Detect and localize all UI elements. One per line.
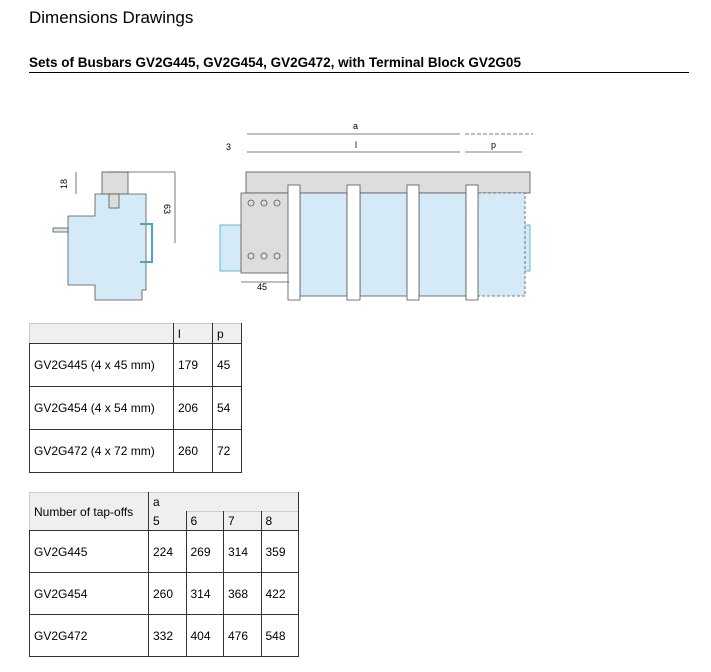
title-rule	[29, 72, 689, 73]
dim-3: 3	[226, 142, 231, 152]
group-header: a	[148, 492, 299, 512]
dim-p: p	[491, 140, 496, 150]
dim-l: l	[355, 140, 357, 150]
dim-a: a	[353, 121, 358, 131]
page-title: Dimensions Drawings	[29, 8, 194, 27]
front-view	[219, 133, 533, 301]
col-header: l	[173, 323, 213, 344]
dimension-drawing: 18 63 a l p 3 45	[52, 121, 533, 301]
dim-18: 18	[59, 179, 69, 189]
dim-45: 45	[257, 282, 267, 292]
dim-63: 63	[162, 204, 172, 214]
section-title: Sets of Busbars GV2G445, GV2G454, GV2G47…	[29, 55, 521, 70]
side-view	[52, 171, 176, 301]
col-header: p	[212, 323, 242, 344]
row-header: Number of tap-offs	[29, 492, 149, 531]
